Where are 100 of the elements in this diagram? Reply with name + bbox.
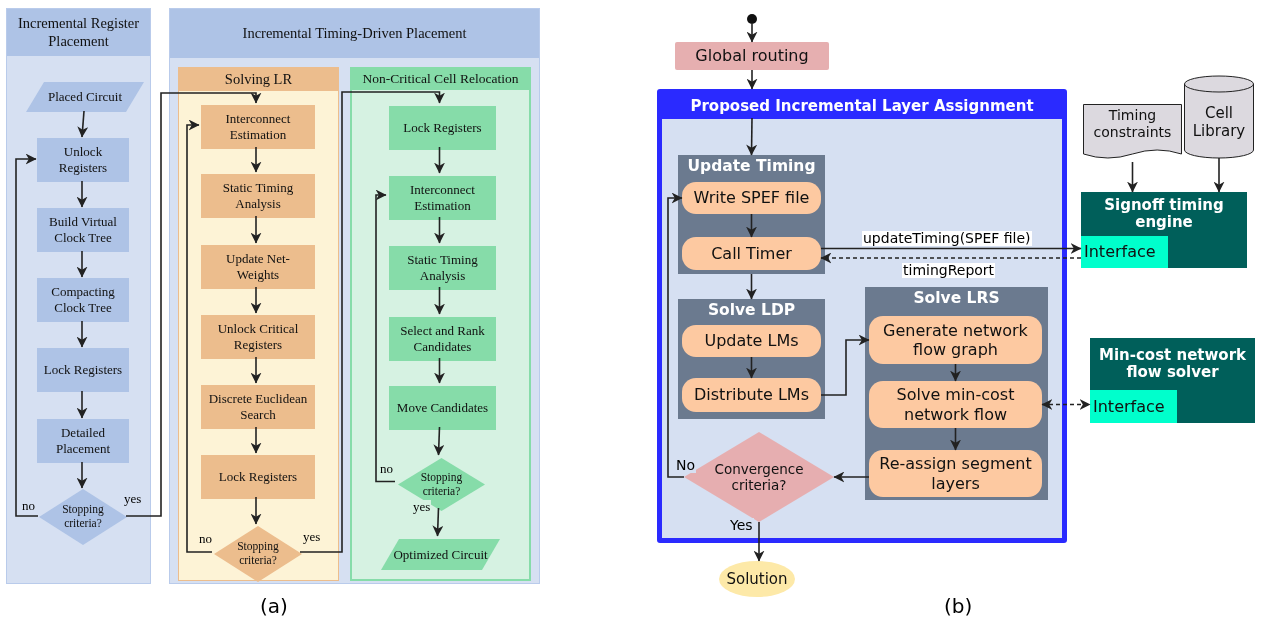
node-label: Stopping criteria? [419, 470, 464, 499]
node-label: Interface [1084, 242, 1156, 262]
engine-block [1081, 192, 1247, 268]
process-box [201, 455, 315, 499]
interface-box [1081, 236, 1168, 268]
arrow [820, 334, 870, 396]
node-label: Call Timer [711, 243, 792, 264]
edge-label: updateTiming(SPEF file) [862, 231, 1032, 247]
arrow [1127, 161, 1138, 193]
group-title: Solve LRS [912, 288, 1001, 310]
node-label: Solution [726, 570, 788, 588]
process-box [201, 105, 315, 149]
process-box [201, 174, 315, 218]
process-box [869, 316, 1042, 364]
process-box [37, 208, 129, 252]
arrow [746, 213, 757, 238]
group-title: Solve LDP [706, 300, 797, 322]
node-label: Placed Circuit [48, 89, 122, 105]
group-title: Signoff timing engine [1103, 194, 1225, 233]
process-box [675, 42, 829, 70]
panel-header: Proposed Incremental Layer Assignment [662, 93, 1062, 119]
arrow [746, 273, 757, 300]
edge-label: yes [412, 500, 432, 515]
node-label: Lock Registers [218, 469, 298, 485]
edge-label: timingReport [902, 263, 996, 279]
process-box [37, 138, 129, 182]
node-label: Cell Library [1191, 104, 1247, 140]
node-label: Static Timing Analysis [221, 180, 295, 212]
arrow [746, 23, 758, 43]
node-label: Update Net-Weights [225, 251, 291, 283]
process-box [201, 245, 315, 289]
panel-caption: (a) [260, 594, 288, 618]
arrow [250, 146, 262, 173]
node-label: Build Virtual Clock Tree [48, 214, 118, 246]
process-box [389, 386, 496, 430]
arrow [125, 92, 262, 517]
arrow [434, 286, 445, 315]
arrow [299, 91, 445, 553]
node-label: Lock Registers [403, 120, 482, 136]
arrow [950, 363, 961, 382]
arrow [950, 427, 961, 451]
arrow [667, 192, 685, 478]
group-title: Min-cost network flow solver [1097, 344, 1248, 383]
node-label: Re-assign segment layers [878, 454, 1033, 493]
arrow [1041, 399, 1091, 410]
group-panel [657, 89, 1067, 543]
node-label: Optimized Circuit [393, 546, 488, 563]
arrow [746, 69, 758, 90]
arrow [746, 356, 757, 379]
arrow [186, 119, 213, 553]
group-panel [350, 67, 531, 581]
arrow [250, 215, 262, 244]
process-box [389, 317, 496, 361]
input-parallelogram [26, 82, 144, 112]
panel-header: Non-Critical Cell Relocation [352, 69, 529, 90]
process-box [682, 378, 821, 412]
panel-header: Incremental Register Placement [7, 9, 150, 56]
node-label: Interconnect Estimation [409, 182, 476, 214]
process-box [682, 325, 821, 357]
interface-box [1090, 390, 1177, 423]
panel-caption: (b) [944, 594, 973, 618]
arrow [753, 521, 765, 562]
process-box [682, 182, 821, 214]
process-box [37, 348, 129, 392]
node-label: Stopping criteria? [61, 503, 105, 531]
arrow [250, 426, 262, 454]
node-label: Interconnect Estimation [224, 111, 292, 143]
node-label: Detailed Placement [54, 425, 112, 457]
node-label: Unlock Critical Registers [216, 321, 300, 353]
node-label: Unlock Registers [57, 144, 109, 176]
node-label: Update LMs [704, 331, 799, 351]
process-box [389, 106, 496, 150]
node-label: Discrete Euclidean Search [207, 391, 309, 423]
arrow [820, 243, 1082, 254]
document-shape [1083, 104, 1182, 162]
process-box [389, 246, 496, 290]
arrow [250, 356, 262, 384]
process-box [37, 419, 129, 463]
arrow [432, 507, 444, 537]
arrow [434, 357, 445, 384]
arrow [76, 390, 88, 419]
node-label: Stopping criteria? [236, 540, 280, 568]
arrow [250, 286, 262, 314]
output-parallelogram [381, 539, 500, 570]
group-panel [678, 299, 825, 419]
arrow [1213, 157, 1225, 193]
process-box [201, 385, 315, 429]
terminal-ellipse [719, 561, 795, 597]
process-box [869, 381, 1042, 428]
arrow [76, 250, 88, 278]
group-panel [6, 8, 151, 584]
arrow [15, 153, 39, 517]
arrow [833, 471, 870, 483]
panel-header: Solving LR [179, 68, 338, 91]
node-label: Move Candidates [396, 400, 489, 416]
arrow [375, 189, 396, 483]
arrow [76, 461, 88, 489]
decision-diamond [214, 526, 302, 582]
group-panel [865, 287, 1048, 500]
process-box [37, 278, 129, 322]
